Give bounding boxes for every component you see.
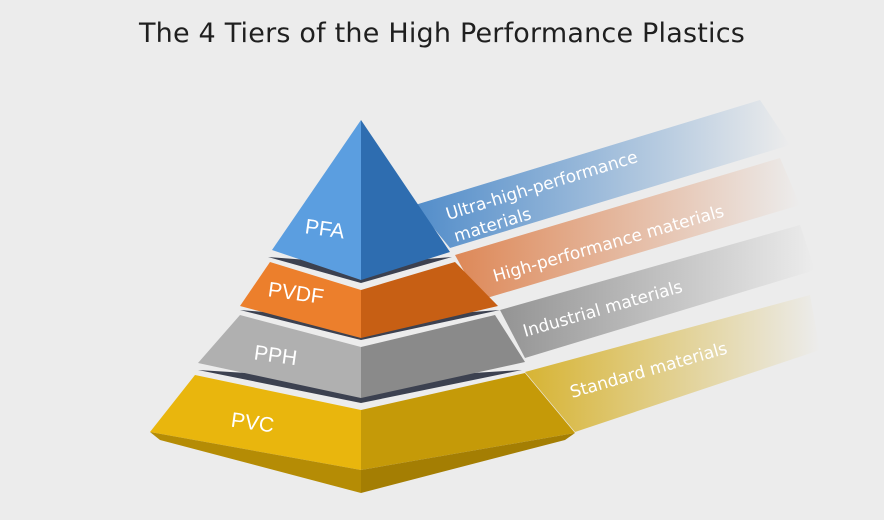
band-high-performance [455,158,800,300]
tier-pvdf-left-face [240,262,361,338]
tier-pph-left-face [198,315,361,398]
band-ultra-high-performance [415,100,790,248]
band-standard [525,295,820,432]
tier-pvc-right-face [361,373,575,470]
tier-pvdf-right-face [361,262,498,338]
tier-pfa-right-face [361,120,450,280]
diagram-title: The 4 Tiers of the High Performance Plas… [138,18,746,49]
tier-pph-right-face [361,315,525,398]
tier-pvc-left-face [150,375,361,470]
tier-name-pfa: PFA [304,215,347,243]
tier-pfa-left-face [272,120,361,280]
tier-pvc-bottom [150,432,361,493]
band-industrial [500,225,815,358]
tier-pvc-bottom-right [361,433,575,493]
